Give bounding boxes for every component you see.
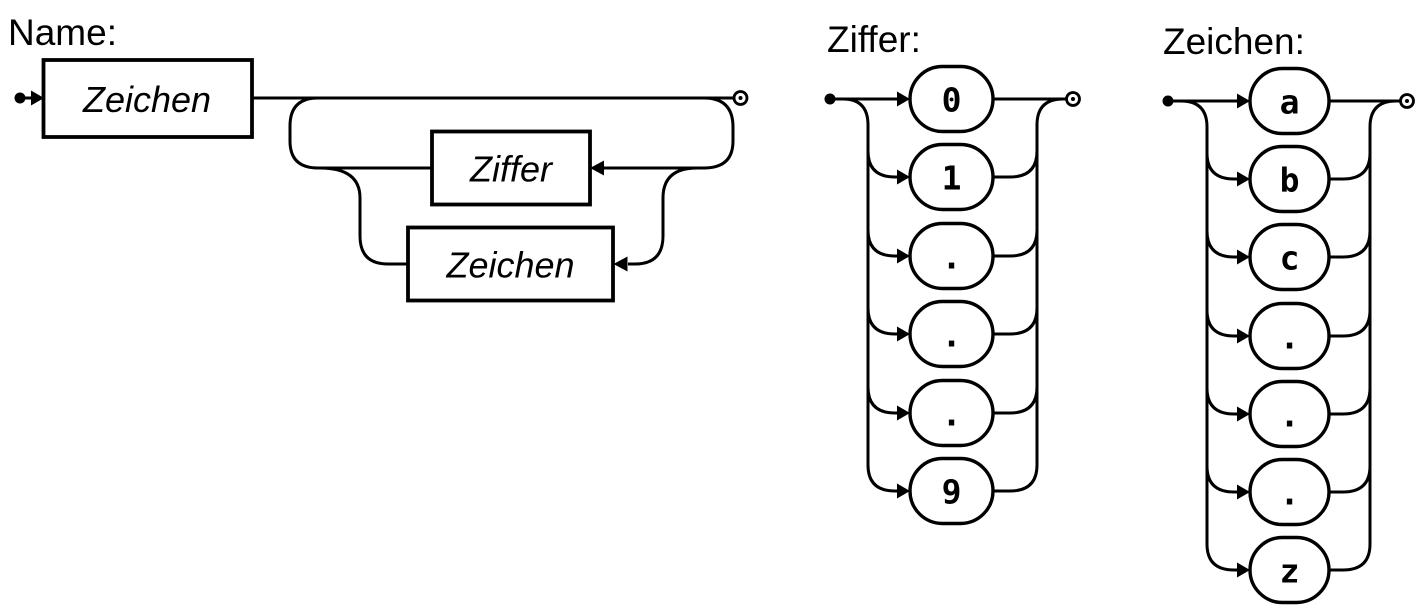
loop-branch-right-path [628, 166, 698, 266]
branch-line [1205, 309, 1237, 338]
terminal-pill-1 [1248, 144, 1331, 214]
merge-line [993, 386, 1039, 415]
branch-line [866, 386, 897, 415]
arrowhead-icon [897, 248, 910, 264]
arrowhead-icon [897, 483, 910, 499]
nonterminal-box-ziffer [430, 129, 592, 207]
arrowhead-icon [1237, 171, 1250, 187]
terminal-label: . [942, 238, 962, 277]
merge-line [993, 150, 1039, 179]
nonterminal-box-zeichen-2 [406, 225, 615, 303]
terminal-pill-2 [908, 221, 995, 291]
terminal-label: 9 [942, 473, 962, 512]
arrowhead-icon [1237, 562, 1250, 578]
nonterminal-box-zeichen [41, 58, 254, 139]
terminal-label: . [942, 395, 962, 434]
branch-line [1205, 543, 1237, 572]
loop-exit-right-path [604, 96, 735, 170]
terminal-label: . [1280, 396, 1300, 435]
rule-title: Zeichen: [1163, 21, 1305, 62]
branch-line [1205, 152, 1237, 181]
nonterminal-label: Ziffer [469, 149, 554, 190]
terminal-pill-4 [1248, 379, 1331, 449]
terminal-pill-6 [1248, 535, 1331, 605]
arrowhead-icon [31, 90, 44, 106]
arrowhead-icon [590, 160, 604, 176]
terminal-pill-2 [1248, 222, 1331, 292]
end-marker-dot [1405, 99, 1409, 103]
arrowhead-icon [897, 169, 910, 185]
arrowhead-icon [1237, 328, 1250, 344]
end-marker-icon [1065, 91, 1081, 107]
merge-line [1329, 230, 1372, 259]
terminal-pill-4 [908, 378, 995, 448]
loop-return-left-path [288, 96, 432, 170]
rule-zeichen-diagram: Zeichen: abc... z [1162, 21, 1415, 605]
rule-name-title: Name: [8, 12, 117, 53]
terminal-label: 1 [942, 159, 962, 198]
terminal-label: . [1280, 318, 1300, 357]
merge-line [993, 307, 1039, 336]
nonterminal-label: Zeichen [445, 245, 574, 286]
merge-line [1329, 465, 1372, 494]
end-marker-icon [732, 90, 749, 106]
merge-line [1329, 387, 1372, 416]
arrowhead-icon [1237, 93, 1250, 109]
merge-line [1329, 543, 1372, 572]
branch-line [866, 150, 897, 179]
terminal-label: . [942, 316, 962, 355]
rule-title: Ziffer: [827, 19, 921, 60]
merge-line [993, 229, 1039, 258]
terminal-label: a [1280, 83, 1300, 122]
arrowhead-icon [1237, 406, 1250, 422]
rule-name-diagram: Name: Zeichen Ziffer Zeichen [8, 12, 749, 303]
terminal-pill-1 [908, 142, 995, 212]
arrowhead-icon [1237, 484, 1250, 500]
merge-line [993, 464, 1039, 493]
terminal-label: b [1280, 161, 1300, 200]
terminal-pill-0 [908, 64, 995, 134]
branch-line [1205, 465, 1237, 494]
merge-line [1329, 152, 1372, 181]
loop-branch-left-path [319, 166, 407, 266]
right-rail-path [1035, 97, 1064, 465]
merge-line [1329, 309, 1372, 338]
arrowhead-icon [1237, 249, 1250, 265]
end-marker-icon [1399, 93, 1415, 109]
nonterminal-label: Zeichen [82, 79, 211, 120]
terminal-pill-5 [1248, 457, 1331, 527]
arrowhead-icon [897, 405, 910, 421]
end-marker-dot [738, 96, 743, 100]
terminal-pill-5 [908, 456, 995, 526]
branch-line [1205, 387, 1237, 416]
right-rail-path [1368, 99, 1397, 545]
terminal-label: 0 [942, 81, 962, 120]
terminal-pill-3 [908, 299, 995, 369]
end-marker-dot [1071, 97, 1075, 101]
rule-ziffer-diagram: Ziffer: 0 1... 9 [824, 19, 1081, 526]
left-rail-path [842, 97, 870, 465]
terminal-pill-0 [1248, 66, 1331, 136]
branch-line [866, 464, 897, 493]
arrowhead-icon [613, 256, 628, 272]
branch-line [1205, 230, 1237, 259]
arrowhead-icon [897, 91, 910, 107]
terminal-label: . [1280, 474, 1300, 513]
branch-line [866, 307, 897, 336]
left-rail-path [1180, 99, 1209, 545]
branch-line [866, 229, 897, 258]
terminal-label: z [1280, 552, 1300, 591]
terminal-label: c [1280, 239, 1300, 278]
terminal-pill-3 [1248, 301, 1331, 371]
arrowhead-icon [897, 326, 910, 342]
